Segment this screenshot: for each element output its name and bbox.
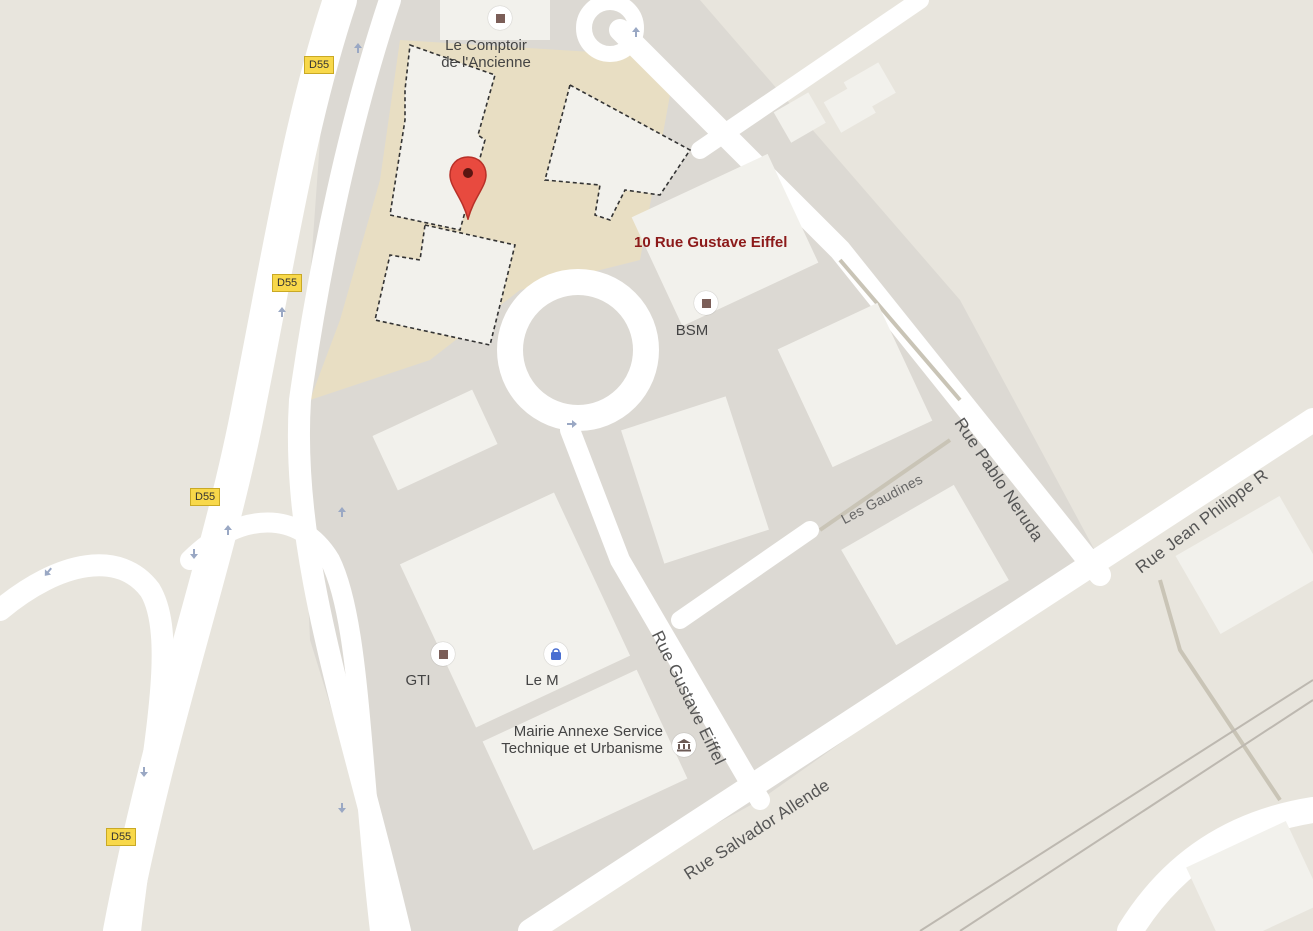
poi-label-line: de l'Ancienne bbox=[441, 53, 531, 71]
arrow-down-icon bbox=[338, 803, 346, 813]
poi-label-le-m[interactable]: Le M bbox=[525, 672, 559, 690]
road-shield: D55 bbox=[272, 274, 303, 292]
road-shield: D55 bbox=[304, 56, 335, 74]
buildings bbox=[372, 0, 1313, 931]
poi-label-bsm[interactable]: BSM bbox=[675, 322, 709, 340]
poi-label-line: Le M bbox=[525, 672, 559, 689]
building-icon[interactable] bbox=[488, 6, 512, 30]
footpaths bbox=[818, 258, 1282, 802]
government-building-icon[interactable] bbox=[672, 733, 696, 757]
arrow-up-icon bbox=[354, 43, 362, 53]
shopping-bag-icon[interactable] bbox=[544, 642, 568, 666]
arrow-up-icon bbox=[338, 507, 346, 517]
poi-label-mairie[interactable]: Mairie Annexe Service Technique et Urban… bbox=[455, 723, 663, 757]
arrow-right-icon bbox=[567, 420, 577, 428]
address-label[interactable]: 10 Rue Gustave Eiffel bbox=[634, 234, 788, 251]
poi-label-line: BSM bbox=[675, 322, 709, 339]
road-shield: D55 bbox=[106, 828, 137, 846]
poi-label-le-comptoir[interactable]: Le Comptoir de l'Ancienne bbox=[441, 37, 531, 71]
poi-label-line: Le Comptoir bbox=[445, 37, 527, 54]
parcel-buildings bbox=[374, 43, 692, 346]
road-shield: D55 bbox=[190, 488, 221, 506]
arrow-down-icon bbox=[140, 767, 148, 777]
arrow-down-icon bbox=[44, 567, 52, 576]
arrow-up-icon bbox=[224, 525, 232, 535]
building-icon[interactable] bbox=[431, 642, 455, 666]
roundabout bbox=[497, 269, 659, 431]
arrow-up-icon bbox=[632, 27, 640, 37]
arrow-down-icon bbox=[190, 549, 198, 559]
poi-label-gti[interactable]: GTI bbox=[405, 672, 431, 690]
poi-label-line: Mairie Annexe Service bbox=[513, 723, 663, 740]
poi-label-line: GTI bbox=[405, 672, 431, 689]
location-pin-icon[interactable] bbox=[448, 155, 488, 220]
building-icon[interactable] bbox=[694, 291, 718, 315]
rail-lines bbox=[919, 679, 1313, 931]
arrow-up-icon bbox=[278, 307, 286, 317]
poi-label-line: Technique et Urbanisme bbox=[501, 739, 663, 757]
